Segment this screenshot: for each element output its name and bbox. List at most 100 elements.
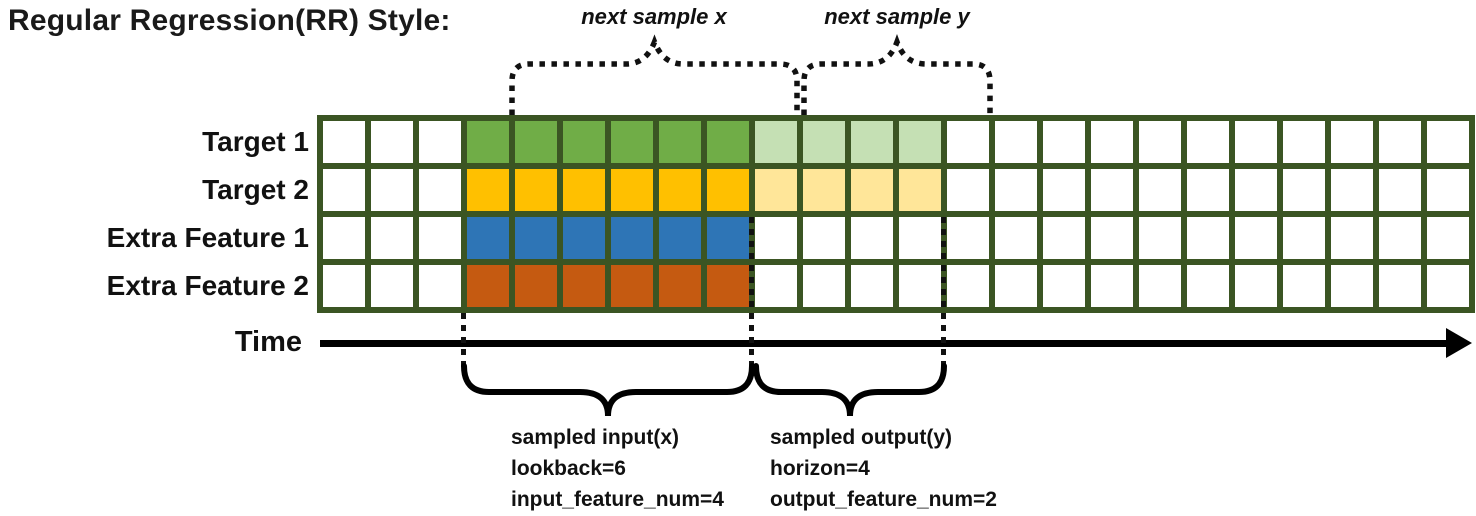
- grid-cell-r2-c5: [515, 169, 557, 211]
- grid-cell-r1-c13: [899, 121, 941, 163]
- grid-cell-r2-c16: [1043, 169, 1085, 211]
- input-end-dotted-line: [749, 217, 754, 368]
- grid-cell-r1-c23: [1379, 121, 1421, 163]
- sampled-output-line-3: output_feature_num=2: [770, 488, 997, 511]
- grid-cell-r4-c4: [467, 265, 509, 307]
- grid-cell-r3-c22: [1331, 217, 1373, 259]
- next-sample-x-brace-icon: [509, 34, 800, 115]
- sampled-output-brace-icon: [753, 363, 947, 417]
- grid-cell-r4-c23: [1379, 265, 1421, 307]
- grid-cell-r4-c10: [755, 265, 797, 307]
- grid-cell-r1-c24: [1427, 121, 1469, 163]
- grid-cell-r2-c8: [659, 169, 701, 211]
- row-label-extra-feature-2: Extra Feature 2: [106, 270, 309, 301]
- grid-cell-r3-c6: [563, 217, 605, 259]
- grid-cell-r1-c19: [1187, 121, 1229, 163]
- row-label-target-2: Target 2: [202, 174, 309, 205]
- sampled-input-line-2: lookback=6: [511, 457, 626, 480]
- grid-cell-r4-c18: [1139, 265, 1181, 307]
- sampled-output-annotation: sampled output(y) horizon=4 output_feature…: [770, 422, 997, 515]
- grid-cell-r1-c3: [419, 121, 461, 163]
- sampled-input-line-1: sampled input(x): [511, 426, 680, 449]
- grid-cell-r4-c22: [1331, 265, 1373, 307]
- sampled-output-line-1: sampled output(y): [770, 426, 952, 449]
- output-end-dotted-line: [941, 217, 946, 368]
- grid-cell-r4-c12: [851, 265, 893, 307]
- sampled-input-brace-icon: [461, 363, 755, 417]
- grid-cell-r3-c9: [707, 217, 749, 259]
- grid-cell-r1-c4: [467, 121, 509, 163]
- grid-cell-r3-c23: [1379, 217, 1421, 259]
- grid-cell-r4-c16: [1043, 265, 1085, 307]
- grid-cell-r3-c1: [323, 217, 365, 259]
- grid-cell-r2-c15: [995, 169, 1037, 211]
- time-axis-label: Time: [234, 326, 302, 358]
- grid-cell-r3-c15: [995, 217, 1037, 259]
- grid-cell-r2-c18: [1139, 169, 1181, 211]
- grid-cell-r4-c8: [659, 265, 701, 307]
- sampled-input-annotation: sampled input(x) lookback=6 input_feature_…: [511, 422, 724, 515]
- grid-cell-r3-c7: [611, 217, 653, 259]
- grid-cell-r1-c10: [755, 121, 797, 163]
- grid-cell-r1-c15: [995, 121, 1037, 163]
- grid-cell-r3-c13: [899, 217, 941, 259]
- grid-cell-r3-c5: [515, 217, 557, 259]
- grid-cell-r2-c9: [707, 169, 749, 211]
- grid-cell-r2-c4: [467, 169, 509, 211]
- sampled-input-line-3: input_feature_num=4: [511, 488, 724, 511]
- row-label-extra-feature-1: Extra Feature 1: [106, 222, 309, 253]
- sampled-output-line-2: horizon=4: [770, 457, 870, 480]
- grid-cell-r1-c14: [947, 121, 989, 163]
- grid-cell-r3-c14: [947, 217, 989, 259]
- grid-cell-r4-c7: [611, 265, 653, 307]
- grid-cell-r4-c1: [323, 265, 365, 307]
- next-sample-y-label: next sample y: [824, 4, 970, 29]
- grid-cell-r1-c6: [563, 121, 605, 163]
- grid-cell-r2-c24: [1427, 169, 1469, 211]
- grid-cell-r2-c20: [1235, 169, 1277, 211]
- time-axis-line: [320, 340, 1448, 347]
- row-labels: Target 1 Target 2 Extra Feature 1 Extra Fea…: [0, 115, 309, 313]
- grid-cell-r3-c24: [1427, 217, 1469, 259]
- grid-cell-r3-c20: [1235, 217, 1277, 259]
- grid-cell-r3-c8: [659, 217, 701, 259]
- grid-cell-r2-c1: [323, 169, 365, 211]
- grid-cell-r2-c3: [419, 169, 461, 211]
- grid-cell-r1-c20: [1235, 121, 1277, 163]
- grid-cell-r2-c17: [1091, 169, 1133, 211]
- grid-cell-r2-c21: [1283, 169, 1325, 211]
- grid-cell-r2-c12: [851, 169, 893, 211]
- grid-cell-r4-c15: [995, 265, 1037, 307]
- grid-cell-r3-c17: [1091, 217, 1133, 259]
- grid-cell-r1-c16: [1043, 121, 1085, 163]
- sampling-grid: [317, 115, 1475, 313]
- grid-cell-r1-c21: [1283, 121, 1325, 163]
- time-axis-arrowhead-icon: [1446, 328, 1472, 358]
- grid-cell-r2-c13: [899, 169, 941, 211]
- grid-cell-r1-c8: [659, 121, 701, 163]
- grid-cell-r1-c5: [515, 121, 557, 163]
- grid-cell-r3-c4: [467, 217, 509, 259]
- grid-cell-r1-c11: [803, 121, 845, 163]
- grid-cell-r3-c11: [803, 217, 845, 259]
- grid-cell-r1-c12: [851, 121, 893, 163]
- input-start-dotted-line: [461, 313, 466, 368]
- grid-cell-r3-c3: [419, 217, 461, 259]
- grid-cell-r3-c2: [371, 217, 413, 259]
- grid-cell-r1-c7: [611, 121, 653, 163]
- grid-cell-r4-c3: [419, 265, 461, 307]
- grid-cell-r2-c10: [755, 169, 797, 211]
- grid-cell-r2-c7: [611, 169, 653, 211]
- grid-cell-r4-c5: [515, 265, 557, 307]
- grid-cell-r4-c20: [1235, 265, 1277, 307]
- grid-cell-r1-c9: [707, 121, 749, 163]
- grid-cell-r2-c2: [371, 169, 413, 211]
- grid-cell-r3-c18: [1139, 217, 1181, 259]
- grid-cell-r1-c17: [1091, 121, 1133, 163]
- row-label-target-1: Target 1: [202, 126, 309, 157]
- grid-cell-r2-c19: [1187, 169, 1229, 211]
- grid-cell-r1-c1: [323, 121, 365, 163]
- grid-cell-r4-c21: [1283, 265, 1325, 307]
- grid-cell-r2-c14: [947, 169, 989, 211]
- grid-cell-r3-c12: [851, 217, 893, 259]
